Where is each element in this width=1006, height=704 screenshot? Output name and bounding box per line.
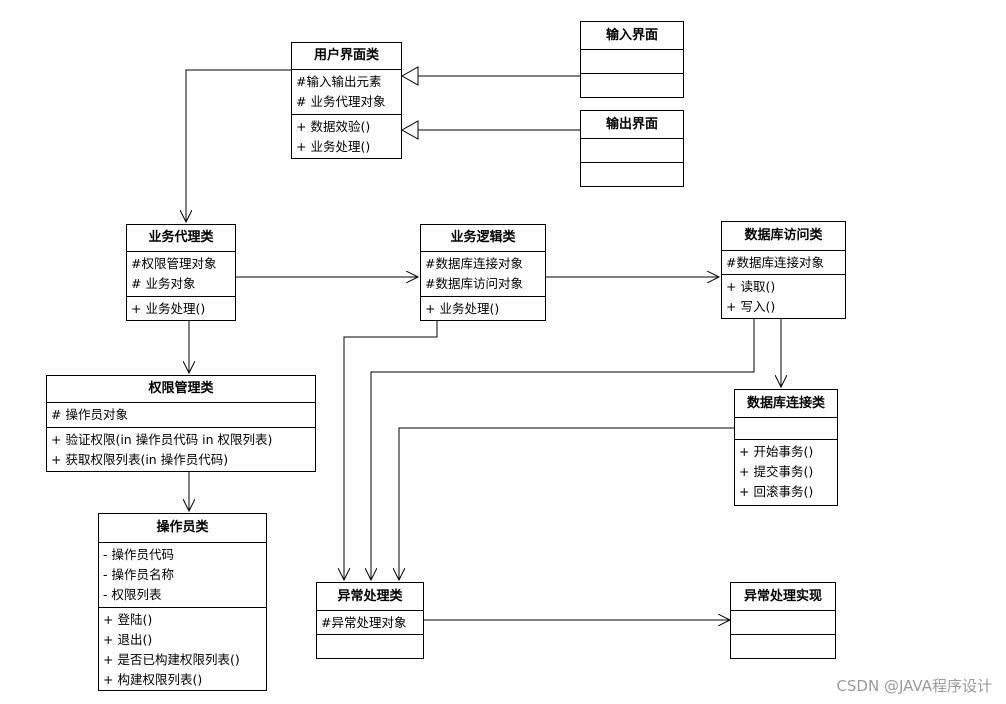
method: + 验证权限(in 操作员代码 in 权限列表) bbox=[51, 432, 273, 447]
method: + 回滚事务() bbox=[739, 484, 814, 499]
methods-section: + 业务处理() bbox=[127, 297, 235, 321]
class-title: 数据库连接类 bbox=[735, 390, 837, 418]
methods-section: + 开始事务() + 提交事务() + 回滚事务() bbox=[735, 440, 837, 504]
class-title: 输出界面 bbox=[581, 111, 683, 139]
assoc-ui-to-agent bbox=[186, 69, 291, 222]
class-title: 异常处理实现 bbox=[731, 583, 835, 611]
attributes-section bbox=[581, 50, 683, 74]
attribute: #数据库访问对象 bbox=[425, 276, 523, 291]
class-title: 操作员类 bbox=[99, 514, 266, 543]
methods-section: + 读取() + 写入() bbox=[722, 275, 845, 319]
assoc-dbconn-to-exc bbox=[399, 427, 734, 580]
assoc-dbaccess-to-exc bbox=[371, 318, 755, 580]
methods-section bbox=[581, 163, 683, 187]
method: + 业务处理() bbox=[425, 301, 500, 316]
class-exc[interactable]: 异常处理类 #异常处理对象 bbox=[316, 582, 424, 659]
inherit-input-to-ui bbox=[400, 66, 580, 86]
methods-section: + 数据效验() + 业务处理() bbox=[292, 115, 401, 159]
method: + 获取权限列表(in 操作员代码) bbox=[51, 452, 229, 467]
method: + 业务处理() bbox=[131, 301, 206, 316]
method: + 数据效验() bbox=[296, 119, 371, 134]
attributes-section: # 操作员对象 bbox=[47, 403, 315, 428]
class-input[interactable]: 输入界面 bbox=[580, 21, 684, 98]
method: + 是否已构建权限列表() bbox=[103, 652, 240, 667]
class-dbconn[interactable]: 数据库连接类 + 开始事务() + 提交事务() + 回滚事务() bbox=[734, 389, 838, 506]
attribute: # 业务代理对象 bbox=[296, 94, 386, 109]
attribute: #数据库连接对象 bbox=[726, 255, 824, 270]
attributes-section bbox=[731, 611, 835, 635]
method: + 退出() bbox=[103, 632, 153, 647]
attributes-section bbox=[735, 418, 837, 440]
method: + 登陆() bbox=[103, 612, 153, 627]
method: + 读取() bbox=[726, 279, 776, 294]
method: + 业务处理() bbox=[296, 139, 371, 154]
attributes-section bbox=[581, 139, 683, 163]
attribute: #异常处理对象 bbox=[321, 615, 407, 630]
attributes-section: #输入输出元素 # 业务代理对象 bbox=[292, 70, 401, 115]
methods-section: + 业务处理() bbox=[421, 297, 545, 321]
class-excimpl[interactable]: 异常处理实现 bbox=[730, 582, 836, 659]
attribute: #权限管理对象 bbox=[131, 256, 217, 271]
attribute: - 操作员名称 bbox=[103, 567, 174, 582]
class-output[interactable]: 输出界面 bbox=[580, 110, 684, 187]
method: + 构建权限列表() bbox=[103, 672, 203, 687]
attributes-section: #数据库连接对象 bbox=[722, 251, 845, 275]
attributes-section: - 操作员代码 - 操作员名称 - 权限列表 bbox=[99, 543, 266, 608]
class-dbaccess[interactable]: 数据库访问类 #数据库连接对象 + 读取() + 写入() bbox=[721, 221, 846, 319]
inherit-output-to-ui bbox=[400, 120, 580, 140]
class-operator[interactable]: 操作员类 - 操作员代码 - 操作员名称 - 权限列表 + 登陆() + 退出(… bbox=[98, 513, 267, 691]
methods-section bbox=[581, 74, 683, 98]
methods-section: + 登陆() + 退出() + 是否已构建权限列表() + 构建权限列表() bbox=[99, 608, 266, 692]
class-title: 业务代理类 bbox=[127, 225, 235, 252]
method: + 开始事务() bbox=[739, 444, 814, 459]
class-title: 异常处理类 bbox=[317, 583, 423, 611]
attribute: #输入输出元素 bbox=[296, 74, 382, 89]
class-ui[interactable]: 用户界面类 #输入输出元素 # 业务代理对象 + 数据效验() + 业务处理() bbox=[291, 42, 402, 159]
attribute: - 权限列表 bbox=[103, 587, 162, 602]
class-perm[interactable]: 权限管理类 # 操作员对象 + 验证权限(in 操作员代码 in 权限列表) +… bbox=[46, 375, 316, 472]
attribute: # 操作员对象 bbox=[51, 407, 128, 422]
watermark: CSDN @JAVA程序设计 bbox=[836, 677, 992, 695]
method: + 写入() bbox=[726, 299, 776, 314]
method: + 提交事务() bbox=[739, 464, 814, 479]
attribute: - 操作员代码 bbox=[103, 547, 174, 562]
attributes-section: #异常处理对象 bbox=[317, 611, 423, 635]
class-title: 业务逻辑类 bbox=[421, 225, 545, 252]
class-agent[interactable]: 业务代理类 #权限管理对象 # 业务对象 + 业务处理() bbox=[126, 224, 236, 321]
class-title: 用户界面类 bbox=[292, 43, 401, 70]
attributes-section: #数据库连接对象 #数据库访问对象 bbox=[421, 252, 545, 297]
class-title: 数据库访问类 bbox=[722, 222, 845, 251]
class-title: 权限管理类 bbox=[47, 376, 315, 403]
class-logic[interactable]: 业务逻辑类 #数据库连接对象 #数据库访问对象 + 业务处理() bbox=[420, 224, 546, 321]
class-title: 输入界面 bbox=[581, 22, 683, 50]
assoc-logic-to-exc bbox=[344, 320, 438, 580]
attribute: #数据库连接对象 bbox=[425, 256, 523, 271]
methods-section bbox=[317, 635, 423, 659]
methods-section: + 验证权限(in 操作员代码 in 权限列表) + 获取权限列表(in 操作员… bbox=[47, 428, 315, 472]
attributes-section: #权限管理对象 # 业务对象 bbox=[127, 252, 235, 297]
methods-section bbox=[731, 635, 835, 659]
attribute: # 业务对象 bbox=[131, 276, 196, 291]
